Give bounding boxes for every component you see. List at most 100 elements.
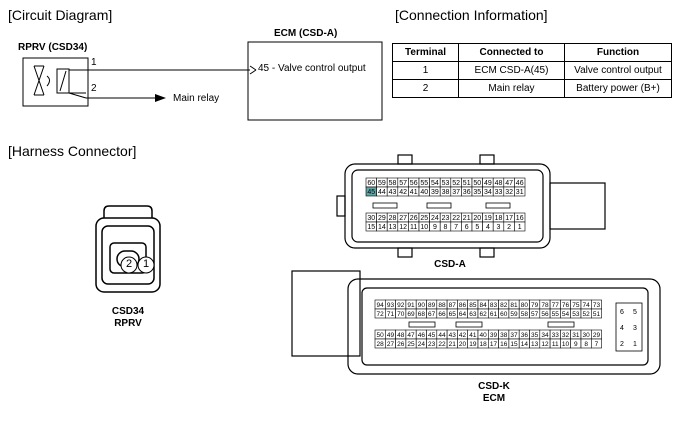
table-row: 1 ECM CSD-A(45) Valve control output <box>392 61 672 80</box>
csd-a-pin-21: 21 <box>463 215 471 222</box>
csd-k-pin-39: 39 <box>490 332 498 339</box>
connection-table: Terminal Connected to Function 1 ECM CSD… <box>392 43 672 98</box>
csd-k-pin-75: 75 <box>572 302 580 309</box>
csd-k-pin-44: 44 <box>438 332 446 339</box>
csd34-connector <box>95 205 161 293</box>
csd-a-pin-9: 9 <box>433 224 437 231</box>
csd-k-pin-34: 34 <box>541 332 549 339</box>
valve-symbol-icon <box>33 65 70 96</box>
csd-a-pin-40: 40 <box>420 189 428 196</box>
csd-k-pin-68: 68 <box>418 311 426 318</box>
csd-a-pin-2: 2 <box>507 224 511 231</box>
csd-k-pin-18: 18 <box>480 341 488 348</box>
csd-k-pin-46: 46 <box>418 332 426 339</box>
csd-k-pin-58: 58 <box>521 311 529 318</box>
csd-a-pin-50: 50 <box>473 180 481 187</box>
csd-k-pin-31: 31 <box>572 332 580 339</box>
csd-a-pin-19: 19 <box>484 215 492 222</box>
csd-k-pin-23: 23 <box>428 341 436 348</box>
csd-a-pin-25: 25 <box>420 215 428 222</box>
csd-a-pin-51: 51 <box>463 180 471 187</box>
csd-k-pin-10: 10 <box>562 341 570 348</box>
ecm-pin-label: 45 - Valve control output <box>258 63 366 74</box>
csd-a-pin-cell-31 <box>514 186 526 197</box>
csd-k-pin-73: 73 <box>593 302 601 309</box>
csd-k-pin-38: 38 <box>500 332 508 339</box>
main-relay-label: Main relay <box>173 93 220 104</box>
csd-k-pin-89: 89 <box>428 302 436 309</box>
csd-k-pin-47: 47 <box>407 332 415 339</box>
csd-k-pin-14: 14 <box>521 341 529 348</box>
csd-a-pin-31: 31 <box>516 189 524 196</box>
csd-a-pin-32: 32 <box>505 189 513 196</box>
csd-a-name: CSD-A <box>434 259 466 270</box>
csd-k-pin-20: 20 <box>459 341 467 348</box>
csd-k-pin-11: 11 <box>552 341 559 348</box>
csd-a-pin-28: 28 <box>389 215 397 222</box>
rprv-component-label: RPRV (CSD34) <box>18 42 88 53</box>
csd-k-pin-37: 37 <box>510 332 518 339</box>
csd-k-pin-94: 94 <box>377 302 385 309</box>
csd-k-pin-30: 30 <box>583 332 591 339</box>
csd-k-side-pin-5: 5 <box>633 309 637 316</box>
csd-a-pin-15: 15 <box>367 224 375 231</box>
csd-a-pin-42: 42 <box>399 189 407 196</box>
csd-k-pin-82: 82 <box>500 302 508 309</box>
csd-a-pin-20: 20 <box>473 215 481 222</box>
csd-k-pin-67: 67 <box>428 311 436 318</box>
csd-a-pin-58: 58 <box>389 180 397 187</box>
csd-k-side-pin-2: 2 <box>620 341 624 348</box>
csd-a-pin-33: 33 <box>495 189 503 196</box>
csd-k-pin-91: 91 <box>407 302 415 309</box>
csd-k-pin-90: 90 <box>418 302 426 309</box>
csd-k-pin-40: 40 <box>480 332 488 339</box>
csd-k-pin-32: 32 <box>562 332 570 339</box>
harness-connector-header: [Harness Connector] <box>8 143 137 159</box>
csd-a-pin-41: 41 <box>410 189 418 196</box>
csd-k-pin-24: 24 <box>418 341 426 348</box>
csd-k-pin-27: 27 <box>387 341 395 348</box>
csd-k-pin-49: 49 <box>387 332 395 339</box>
csd-k-pin-66: 66 <box>438 311 446 318</box>
csd-k-pin-55: 55 <box>552 311 560 318</box>
csd-k-pin-21: 21 <box>449 341 457 348</box>
csd-a-pin-49: 49 <box>484 180 492 187</box>
csd-a-pin-54: 54 <box>431 180 439 187</box>
csd-k-pin-cell-51 <box>590 308 602 319</box>
csd-k-pin-76: 76 <box>562 302 570 309</box>
csd-a-pin-3: 3 <box>497 224 501 231</box>
csd-k-pin-74: 74 <box>583 302 591 309</box>
cell: Battery power (B+) <box>564 79 672 98</box>
csd34-pin-1: 1 <box>142 258 150 270</box>
csd-k-pin-28: 28 <box>377 341 385 348</box>
csd-k-pin-26: 26 <box>397 341 405 348</box>
csd-k-pin-57: 57 <box>531 311 539 318</box>
csd-a-pin-cell-1 <box>514 221 526 232</box>
csd-k-pin-7: 7 <box>595 341 599 348</box>
csd-a-pin-26: 26 <box>410 215 418 222</box>
csd-k-pin-15: 15 <box>510 341 518 348</box>
csd-k-pin-43: 43 <box>449 332 457 339</box>
csd-k-pin-61: 61 <box>490 311 498 318</box>
csd-k-pin-54: 54 <box>562 311 570 318</box>
csd-k-pin-65: 65 <box>449 311 457 318</box>
csd-a-pin-60: 60 <box>367 180 375 187</box>
csd-a-pin-45: 45 <box>367 189 375 196</box>
csd-a-pin-59: 59 <box>378 180 386 187</box>
csd-k-side-pin-1: 1 <box>633 341 637 348</box>
csd-k-pin-36: 36 <box>521 332 529 339</box>
csd-a-pin-47: 47 <box>505 180 513 187</box>
cell: 2 <box>392 79 459 98</box>
csd-k-pin-cell-7 <box>590 338 602 349</box>
csd-k-pin-42: 42 <box>459 332 467 339</box>
csd-k-housing <box>291 270 661 375</box>
csd-k-pin-62: 62 <box>480 311 488 318</box>
csd-k-pin-64: 64 <box>459 311 467 318</box>
csd-a-pin-27: 27 <box>399 215 407 222</box>
ecm-label: ECM (CSD-A) <box>274 28 338 39</box>
csd-a-pin-11: 11 <box>410 224 417 231</box>
csd-a-pin-12: 12 <box>399 224 407 231</box>
csd-k-pin-33: 33 <box>552 332 560 339</box>
csd-a-housing <box>336 154 606 258</box>
